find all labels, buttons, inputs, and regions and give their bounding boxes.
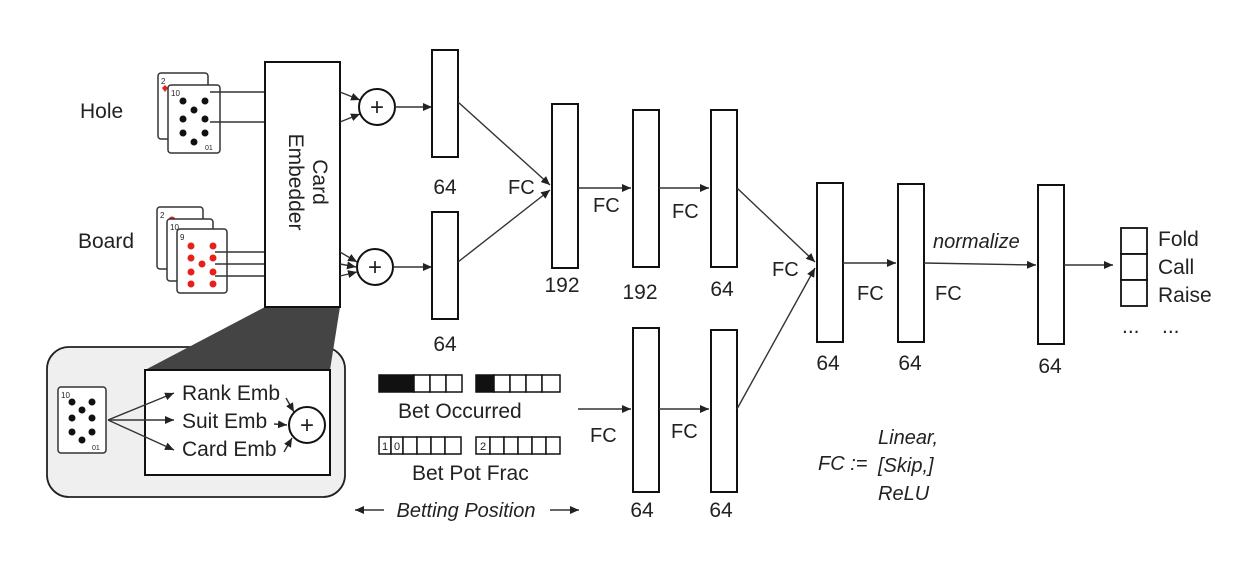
- output-raise-label: Raise: [1158, 284, 1212, 307]
- bet-pot-frac-vector: 1 0 2: [378, 436, 561, 455]
- bet-occurred-vector: [378, 374, 561, 393]
- bet-occurred-label: Bet Occurred: [398, 400, 522, 423]
- bet-fc-layer-64b: [710, 329, 738, 493]
- svg-text:10: 10: [171, 89, 180, 98]
- svg-text:64: 64: [709, 499, 733, 522]
- svg-text:64: 64: [710, 278, 734, 301]
- fc-definition: FC := Linear, [Skip,] ReLU: [818, 427, 938, 505]
- card-embedder-label-line1: Card: [308, 159, 331, 205]
- card-embedder-block: [264, 61, 341, 308]
- output-call-label: Call: [1158, 256, 1194, 279]
- svg-text:0: 0: [394, 441, 400, 453]
- output-cell-fold: [1120, 227, 1148, 255]
- svg-text:64: 64: [433, 333, 457, 356]
- svg-text:FC: FC: [772, 259, 799, 281]
- fc-layer-64-card: [710, 109, 738, 268]
- board-cards-icon: 2 10 9: [156, 206, 228, 294]
- svg-text:FC: FC: [857, 283, 884, 305]
- merge-layer-64: [816, 182, 844, 343]
- svg-text:64: 64: [433, 176, 457, 199]
- board-embedding-layer: [431, 211, 459, 320]
- svg-text:FC :=: FC :=: [818, 453, 867, 475]
- svg-text:FC: FC: [672, 201, 699, 223]
- svg-text:FC: FC: [671, 421, 698, 443]
- hole-cards-icon: 2 10 01: [157, 72, 221, 154]
- svg-text:64: 64: [898, 352, 922, 375]
- svg-text:64: 64: [816, 352, 840, 375]
- svg-text:01: 01: [92, 445, 100, 452]
- svg-text:9: 9: [180, 233, 185, 242]
- svg-text:+: +: [370, 94, 384, 121]
- sum-node-detail: [288, 406, 326, 444]
- bet-pot-frac-label: Bet Pot Frac: [412, 462, 529, 485]
- svg-text:FC: FC: [590, 425, 617, 447]
- svg-text:1: 1: [382, 441, 388, 453]
- svg-text:FC: FC: [935, 283, 962, 305]
- svg-text:...: ...: [1162, 315, 1180, 338]
- concat-layer-192: [551, 103, 579, 269]
- svg-text:FC: FC: [508, 177, 535, 199]
- svg-text:...: ...: [1122, 315, 1140, 338]
- final-layer-64: [1037, 184, 1065, 345]
- svg-text:192: 192: [544, 274, 579, 297]
- output-cell-call: [1120, 253, 1148, 281]
- svg-text:01: 01: [205, 145, 213, 152]
- svg-text:FC: FC: [593, 195, 620, 217]
- svg-text:192: 192: [622, 281, 657, 304]
- output-cell-raise: [1120, 279, 1148, 307]
- svg-text:2: 2: [161, 77, 166, 86]
- hole-embedding-layer: [431, 49, 459, 158]
- betting-position-label: Betting Position: [397, 500, 536, 522]
- svg-text:+: +: [300, 412, 314, 439]
- svg-text:10: 10: [170, 223, 179, 232]
- hole-label: Hole: [80, 100, 123, 123]
- svg-text:Linear,: Linear,: [878, 427, 938, 449]
- rank-emb-label: Rank Emb: [182, 382, 280, 405]
- svg-text:64: 64: [630, 499, 654, 522]
- zoom-projection: [145, 307, 340, 370]
- merge-layer-64b: [897, 183, 925, 343]
- card-embedder-label-line2: Embedder: [284, 134, 307, 231]
- detail-card-icon: 10 01: [57, 386, 107, 454]
- suit-emb-label: Suit Emb: [182, 410, 267, 433]
- output-fold-label: Fold: [1158, 228, 1199, 251]
- svg-text:+: +: [368, 254, 382, 281]
- svg-text:2: 2: [160, 211, 165, 220]
- svg-text:10: 10: [61, 391, 70, 400]
- svg-text:ReLU: ReLU: [878, 483, 930, 505]
- card-emb-label: Card Emb: [182, 438, 277, 461]
- svg-text:2: 2: [480, 441, 486, 453]
- svg-text:[Skip,]: [Skip,]: [877, 455, 934, 477]
- fc-layer-192: [632, 109, 660, 268]
- svg-text:64: 64: [1038, 355, 1062, 378]
- normalize-label: normalize: [933, 231, 1020, 253]
- board-label: Board: [78, 230, 134, 253]
- bet-fc-layer-64a: [632, 327, 660, 493]
